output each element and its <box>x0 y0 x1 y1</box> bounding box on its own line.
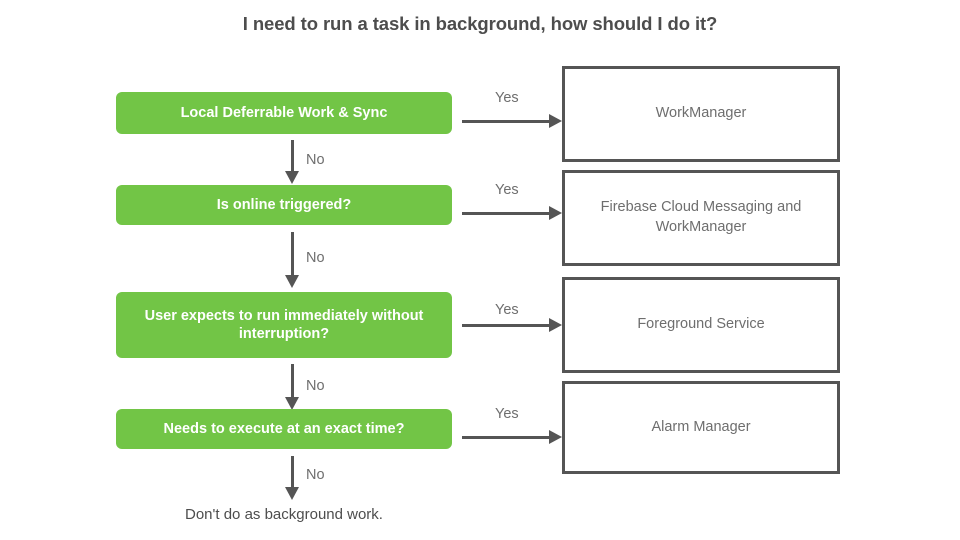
no-arrow-3 <box>284 364 300 410</box>
edge-label-no-4: No <box>306 467 325 483</box>
page-title: I need to run a task in background, how … <box>242 13 718 34</box>
outcome-node-firebase-cloud-messaging[interactable]: Firebase Cloud Messaging and WorkManager <box>562 170 840 266</box>
arrow-shaft <box>290 140 294 172</box>
arrow-shaft <box>290 364 294 398</box>
yes-arrow-1 <box>462 113 562 129</box>
edge-label-yes-2: Yes <box>495 182 519 198</box>
outcome-node-foreground-service[interactable]: Foreground Service <box>562 277 840 373</box>
edge-label-no-3: No <box>306 378 325 394</box>
arrow-head <box>549 114 562 128</box>
yes-arrow-4 <box>462 429 562 445</box>
yes-arrow-3 <box>462 317 562 333</box>
decision-node-local-deferrable-work[interactable]: Local Deferrable Work & Sync <box>116 92 452 134</box>
edge-label-yes-3: Yes <box>495 302 519 318</box>
yes-arrow-2 <box>462 205 562 221</box>
arrow-head <box>285 487 299 500</box>
arrow-shaft <box>290 456 294 488</box>
edge-label-no-1: No <box>306 152 325 168</box>
outcome-node-alarm-manager[interactable]: Alarm Manager <box>562 381 840 474</box>
arrow-shaft <box>462 323 550 327</box>
decision-node-is-online-triggered[interactable]: Is online triggered? <box>116 185 452 225</box>
decision-node-exact-time[interactable]: Needs to execute at an exact time? <box>116 409 452 449</box>
no-arrow-1 <box>284 140 300 184</box>
arrow-shaft <box>462 211 550 215</box>
arrow-head <box>285 275 299 288</box>
outcome-node-workmanager[interactable]: WorkManager <box>562 66 840 162</box>
arrow-shaft <box>290 232 294 276</box>
arrow-head <box>549 318 562 332</box>
arrow-head <box>549 206 562 220</box>
terminal-text-dont-do-as-background-work: Don't do as background work. <box>185 506 383 523</box>
arrow-head <box>549 430 562 444</box>
arrow-head <box>285 171 299 184</box>
arrow-shaft <box>462 435 550 439</box>
no-arrow-4 <box>284 456 300 500</box>
no-arrow-2 <box>284 232 300 288</box>
decision-node-run-immediately[interactable]: User expects to run immediately without … <box>116 292 452 358</box>
arrow-shaft <box>462 119 550 123</box>
edge-label-yes-1: Yes <box>495 90 519 106</box>
edge-label-no-2: No <box>306 250 325 266</box>
edge-label-yes-4: Yes <box>495 406 519 422</box>
arrow-head <box>285 397 299 410</box>
